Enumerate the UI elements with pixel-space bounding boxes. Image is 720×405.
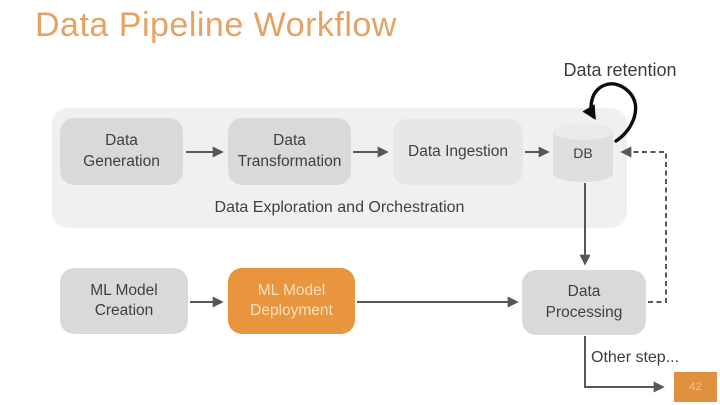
- node-ml-model-creation: ML Model Creation: [60, 268, 188, 334]
- node-label: Data Processing: [545, 283, 623, 321]
- node-data-processing: Data Processing: [522, 270, 646, 335]
- other-step-label: Other step...: [591, 349, 680, 366]
- node-label: Data Transformation: [237, 132, 342, 170]
- page-number-badge: 42: [674, 372, 717, 402]
- db-cylinder-top-ellipse: [553, 123, 613, 140]
- node-label: Data Generation: [83, 132, 160, 170]
- page-number: 42: [689, 381, 702, 393]
- node-label: Data Ingestion: [408, 142, 508, 160]
- node-ml-model-deployment: ML Model Deployment: [228, 268, 355, 334]
- node-label: ML Model Deployment: [250, 281, 333, 319]
- node-label: ML Model Creation: [90, 281, 158, 319]
- slide-title: Data Pipeline Workflow: [35, 6, 397, 44]
- node-data-ingestion: Data Ingestion: [393, 119, 523, 185]
- node-data-transformation: Data Transformation: [228, 118, 351, 185]
- node-label-db: DB: [573, 145, 593, 161]
- node-data-generation: Data Generation: [60, 118, 183, 185]
- band-label: Data Exploration and Orchestration: [214, 199, 465, 216]
- data-retention-label: Data retention: [563, 60, 677, 80]
